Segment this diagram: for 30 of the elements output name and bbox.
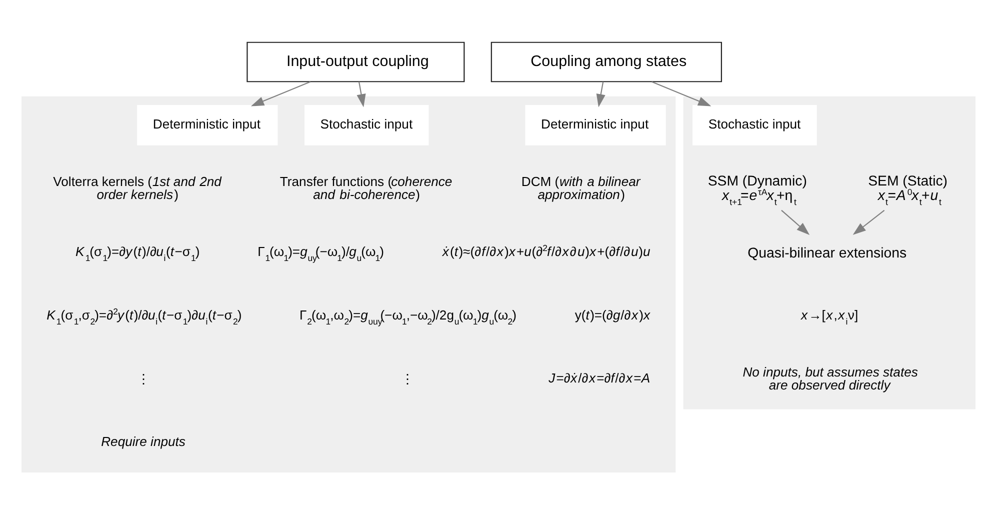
arrow	[780, 210, 810, 235]
arrow	[250, 81, 310, 106]
node-box: Stochastic input	[304, 105, 428, 146]
node-box: Input-output coupling	[246, 42, 464, 82]
node-box: Stochastic input	[692, 105, 816, 146]
label: ⋮	[136, 372, 150, 387]
node-text: SSM (Dynamic) x$_{t+1}$=e$^{τA}$x$_{t}$+η$_{t}$	[707, 174, 806, 207]
arrow	[651, 81, 711, 106]
label: DCM (with a bilinear approximation)	[520, 174, 640, 202]
label: Γ$_{1}$(ω$_{1}$)=g$_{uy}$(−ω$_{1}$)/g$_{u}$(ω$_{1}$)	[257, 244, 384, 264]
label: y(t)=(∂g/∂x)x	[574, 307, 650, 322]
label: K$_{1}$(σ$_{1}$,σ$_{2}$)=∂$^{2}$y(t)/∂u$_{i}$(t−σ$_{1}$)∂u$_{i}$(t−σ$_{2}$)	[46, 306, 242, 326]
label: J=∂ẋ/∂x=∂f/∂x=A	[548, 370, 650, 386]
label: No inputs, but assumes states are observed directly	[742, 364, 918, 393]
label: K$_{1}$(σ$_{1}$)=∂y(t)/∂u$_{i}$(t−σ$_{1}$)	[75, 244, 200, 264]
label: Transfer functions (coherence and bi-coherence)	[279, 174, 452, 202]
node-box: Coupling among states	[490, 42, 722, 82]
label: ẋ(t)≈(∂f/∂x)x+u(∂$^{2}$f/∂x∂u)x+(∂f/∂u)u	[442, 243, 650, 260]
node-box: Deterministic input	[524, 105, 666, 146]
node-text: SEM (Static) x$_{t}$=A$^{0}$x$_{t}$+u$_{t}$	[868, 174, 948, 207]
label: Require inputs	[100, 434, 185, 449]
arrow	[852, 210, 884, 235]
label: Γ$_{2}$(ω$_{1}$,ω$_{2}$)=g$_{υuy}$(−ω$_{1}$,−ω$_{2}$)/2g$_{u}$(ω$_{1}$)g$_{u}$(ω$_{2}$)	[299, 307, 516, 326]
node-box: Deterministic input	[136, 105, 278, 146]
arrow	[596, 82, 605, 108]
label: Volterra kernels (1st and 2nd order kernels)	[52, 174, 221, 202]
arrow	[356, 82, 366, 108]
node-text: Quasi-bilinear extensions	[747, 246, 906, 262]
label: x→[x,x$_{i}$ν]	[800, 307, 858, 326]
label: ⋮	[400, 372, 414, 387]
